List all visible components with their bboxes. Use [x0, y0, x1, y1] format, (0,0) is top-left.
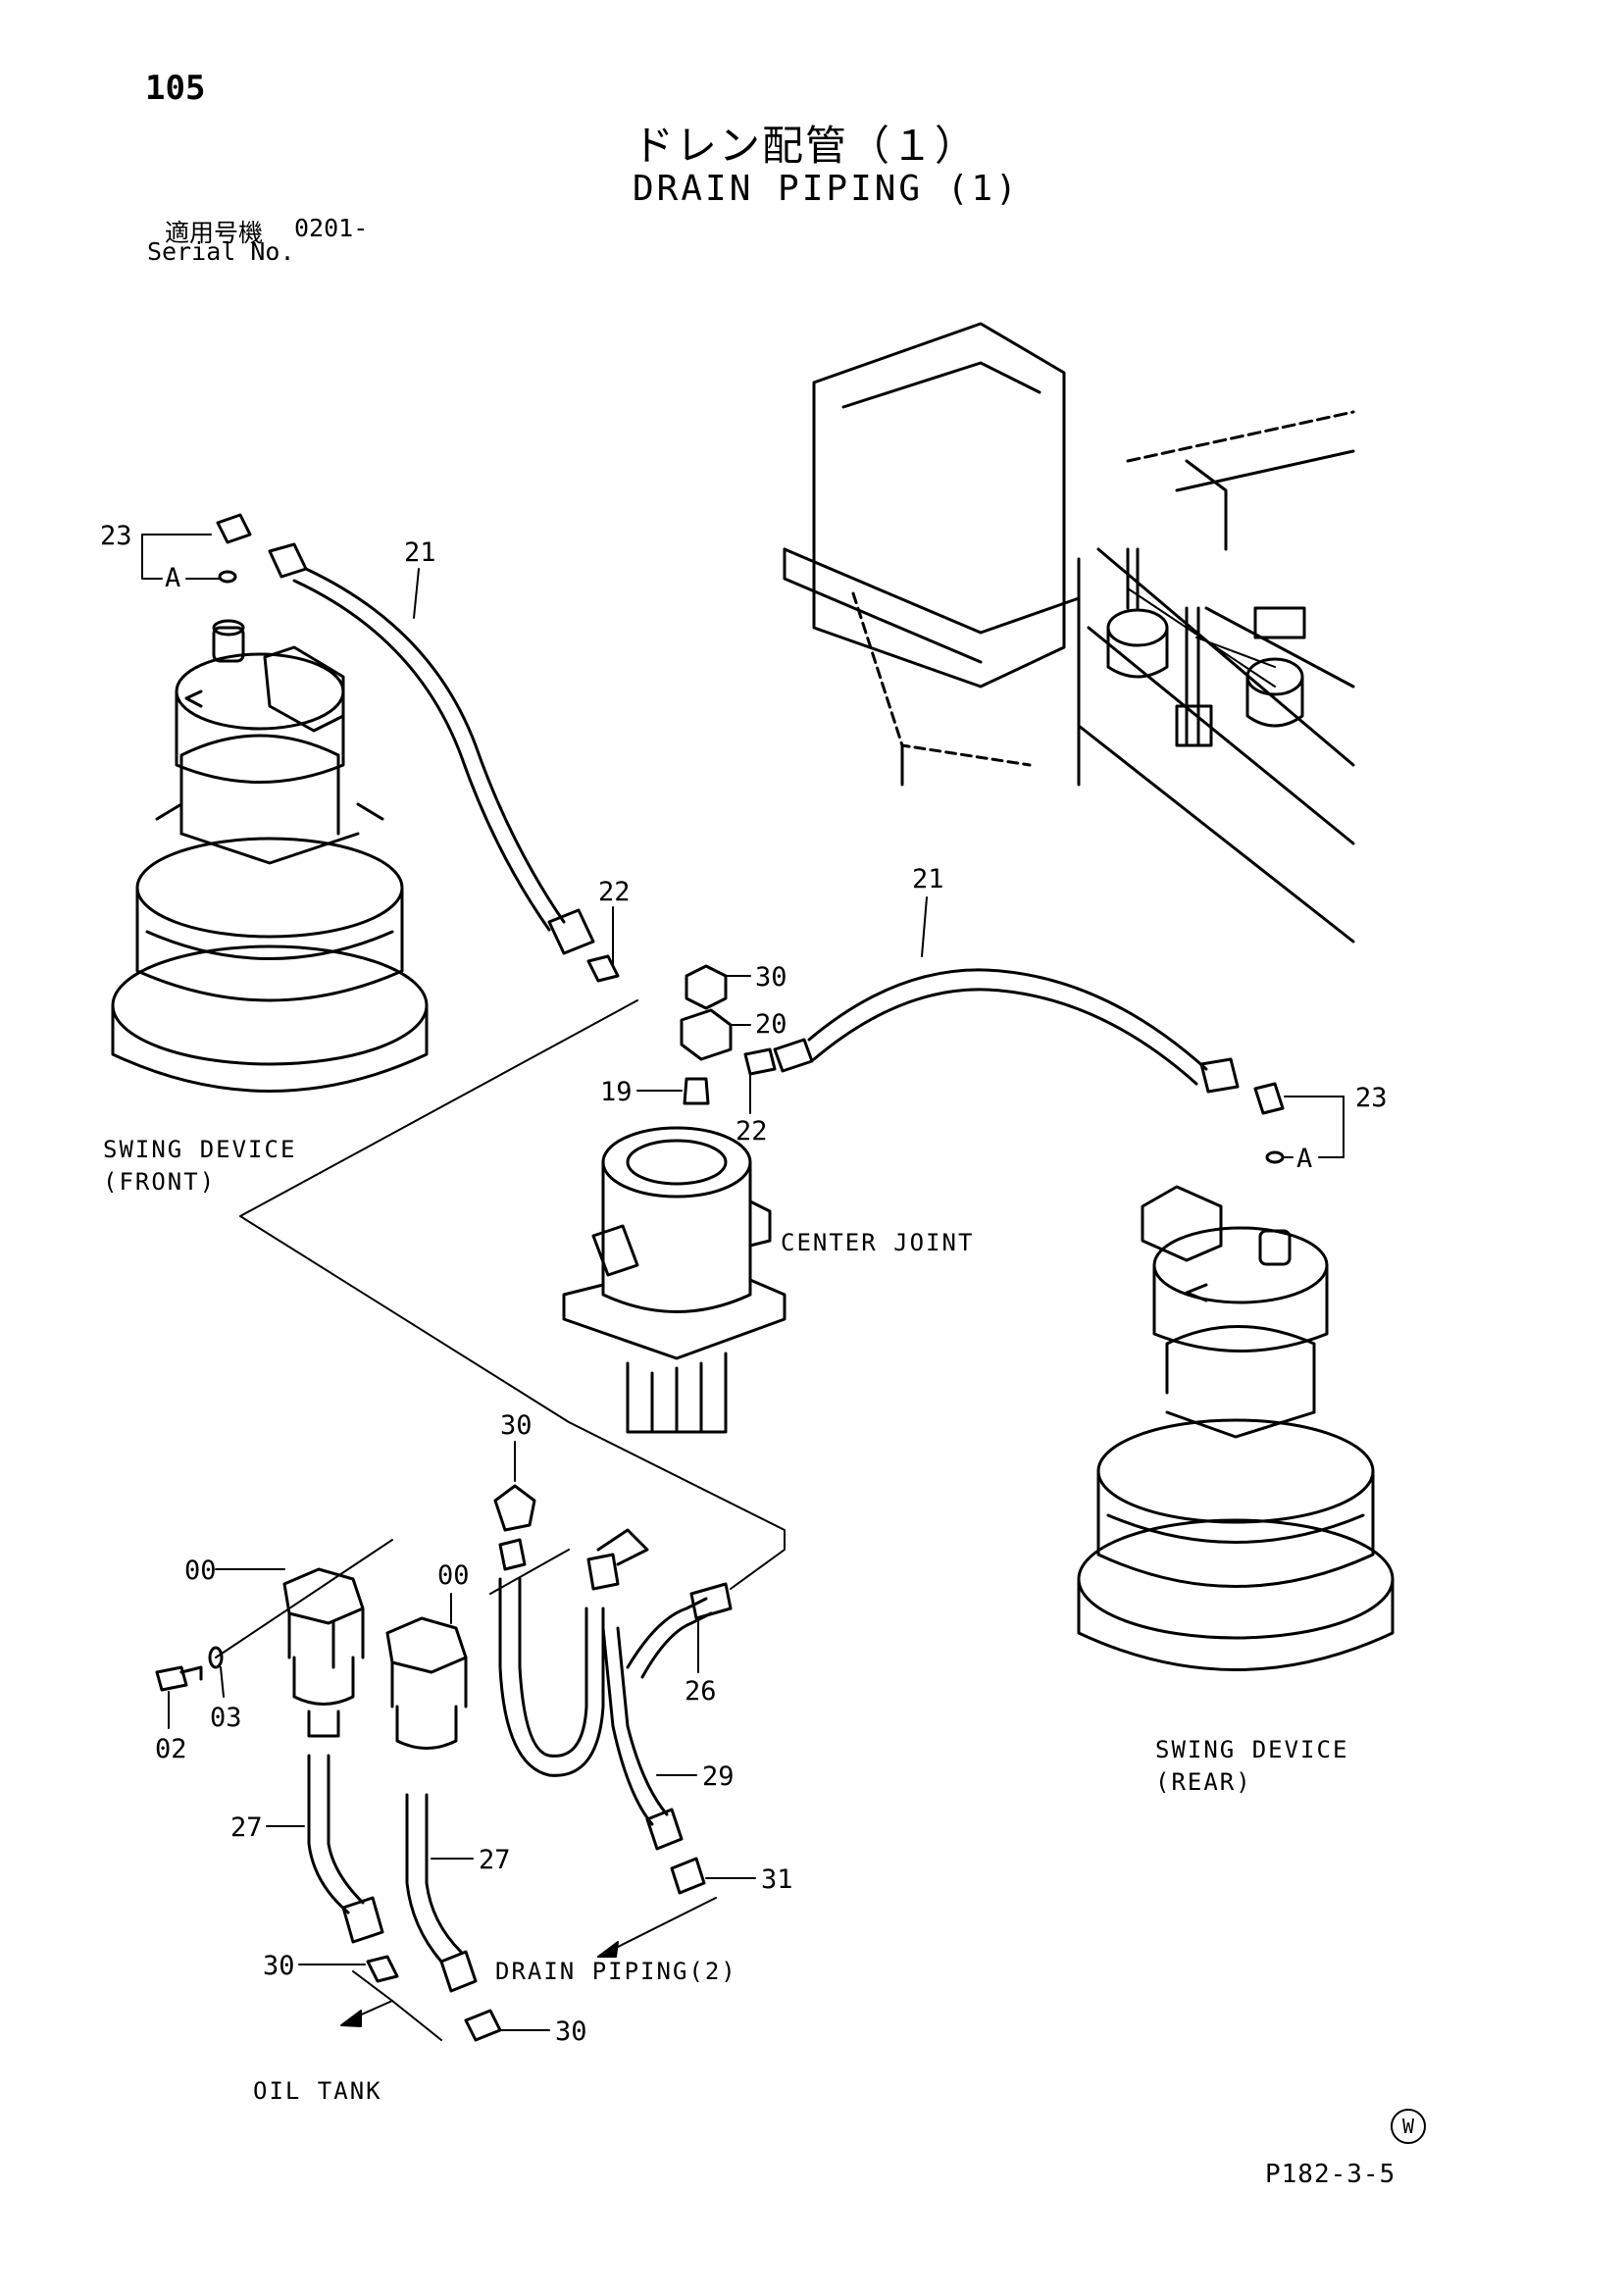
callout-22-top: 22 — [598, 877, 631, 907]
callout-22-bottom: 22 — [736, 1116, 768, 1147]
center-joint-drawing — [562, 1126, 787, 1434]
serial-number-value: 0201- — [294, 214, 369, 242]
caption-front: (FRONT) — [103, 1168, 216, 1196]
serial-label-japanese: 適用号機 — [165, 219, 264, 247]
callout-31: 31 — [761, 1864, 793, 1895]
callout-30-mid: 30 — [500, 1410, 533, 1441]
callout-a-left: A — [165, 563, 180, 593]
caption-swing-device-rear: SWING DEVICE — [1155, 1736, 1348, 1763]
callout-21-left: 21 — [404, 537, 436, 568]
callout-29: 29 — [702, 1761, 735, 1792]
page-title: DRAIN PIPING (1) — [633, 169, 1020, 209]
callout-21-right: 21 — [912, 864, 944, 894]
callout-03: 03 — [210, 1703, 242, 1733]
lower-piping-drawing — [155, 1484, 733, 2042]
callout-23-right: 23 — [1355, 1083, 1388, 1113]
flow-arrows — [340, 1941, 619, 2027]
callout-20: 20 — [755, 1009, 787, 1040]
page-code: P182-3-5 — [1265, 2160, 1396, 2189]
callout-00-left: 00 — [184, 1556, 217, 1586]
machine-frame — [783, 322, 1355, 944]
callout-a-right: A — [1296, 1144, 1312, 1174]
caption-swing-device-front: SWING DEVICE — [103, 1136, 296, 1163]
hose-21-front — [216, 513, 620, 983]
callout-27-right: 27 — [479, 1845, 511, 1875]
hose-21-rear — [807, 968, 1285, 1164]
callout-30-bottom-left: 30 — [263, 1951, 295, 1981]
caption-oil-tank: OIL TANK — [253, 2077, 382, 2105]
serial-label: Serial No. — [147, 237, 295, 266]
callout-27-left: 27 — [230, 1812, 263, 1843]
caption-drain-piping-2: DRAIN PIPING(2) — [495, 1958, 737, 1985]
leader-lines — [141, 534, 1345, 2031]
callout-30-top: 30 — [755, 962, 787, 993]
swing-device-rear-drawing — [1077, 1185, 1395, 1671]
callout-30-bottom-right: 30 — [555, 2016, 587, 2047]
callout-02: 02 — [155, 1734, 187, 1764]
swing-device-front-drawing — [111, 619, 429, 1093]
w-mark-icon: W — [1391, 2109, 1426, 2144]
caption-center-joint: CENTER JOINT — [781, 1229, 974, 1256]
callout-26: 26 — [685, 1676, 717, 1707]
caption-rear: (REAR) — [1155, 1768, 1252, 1796]
page-number: 105 — [145, 69, 206, 108]
page-title-japanese: ドレン配管（１） — [633, 122, 979, 170]
callout-23-left: 23 — [100, 521, 132, 551]
callout-00-right: 00 — [437, 1560, 470, 1591]
callout-19: 19 — [600, 1077, 633, 1107]
center-joint-fittings — [680, 964, 814, 1105]
